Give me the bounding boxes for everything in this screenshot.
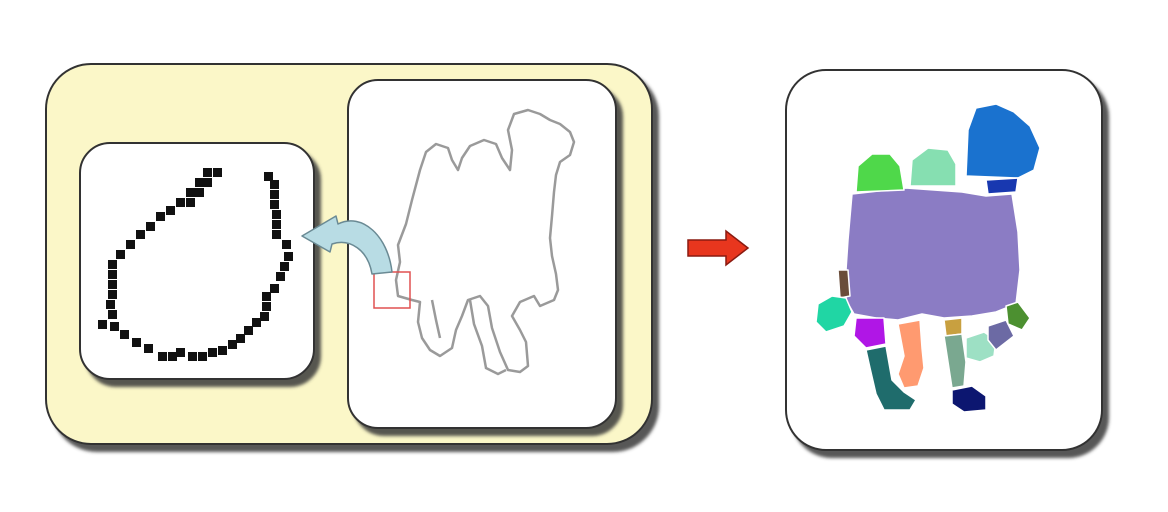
contour-pixel — [186, 188, 195, 197]
camel-part-tail — [837, 269, 851, 299]
contour-pixel — [108, 270, 117, 279]
contour-pixel — [284, 252, 293, 261]
outline-panel — [347, 79, 617, 429]
camel-part-rear-thigh — [853, 317, 887, 349]
contour-pixel — [260, 312, 269, 321]
contour-pixel — [136, 230, 145, 239]
camel-part-front-hoof — [951, 385, 987, 413]
camel-part-hump-back — [909, 147, 957, 187]
camel-leg-outline — [468, 299, 507, 376]
segmented-camel — [815, 103, 1041, 413]
contour-pixel — [108, 290, 117, 299]
contour-pixel — [228, 340, 237, 349]
contour-pixel — [213, 168, 222, 177]
camel-part-foreleg-upper — [1005, 301, 1031, 331]
contour-pixel — [156, 212, 165, 221]
contour-pixel — [108, 260, 117, 269]
contour-pixel — [195, 178, 204, 187]
camel-part-hump-front — [855, 153, 905, 193]
contour-pixel — [120, 330, 129, 339]
right-arrow — [687, 229, 750, 267]
contour-pixel — [276, 272, 285, 281]
camel-part-neck-band — [985, 177, 1019, 195]
contour-pixel — [203, 168, 212, 177]
contour-pixel — [262, 302, 271, 311]
contour-pixel — [198, 352, 207, 361]
camel-part-foreleg-band — [987, 319, 1015, 351]
contour-pixel — [272, 210, 281, 219]
camel-part-head — [965, 103, 1041, 179]
contour-pixel — [262, 292, 271, 301]
contour-pixel — [108, 280, 117, 289]
contour-pixel — [252, 318, 261, 327]
contour-pixel — [116, 250, 125, 259]
contour-pixel — [186, 198, 195, 207]
contour-pixel — [158, 352, 167, 361]
contour-pixel — [106, 300, 115, 309]
contour-pixel — [176, 348, 185, 357]
contour-pixel — [236, 334, 245, 343]
contour-pixel — [270, 190, 279, 199]
contour-pixel — [98, 320, 107, 329]
contour-pixel — [195, 188, 204, 197]
pixel-contour — [98, 168, 293, 361]
contour-pixel — [188, 352, 197, 361]
contour-pixel — [218, 346, 227, 355]
contour-pixel — [270, 200, 279, 209]
contour-pixel — [270, 284, 279, 293]
contour-pixel — [176, 198, 185, 207]
camel-leg-outline-2 — [430, 299, 442, 339]
contour-pixel — [270, 180, 279, 189]
contour-pixel — [203, 178, 212, 187]
camel-part-front-thigh — [943, 317, 963, 337]
contour-pixel — [144, 344, 153, 353]
contour-pixel — [272, 220, 281, 229]
camel-part-tail-tuft — [815, 295, 853, 333]
camel-part-body — [845, 187, 1021, 321]
camel-part-rear-leg — [865, 345, 917, 411]
contour-pixel — [132, 338, 141, 347]
contour-pixel — [146, 222, 155, 231]
contour-pixel — [108, 310, 117, 319]
contour-pixel — [110, 322, 119, 331]
contour-pixel — [282, 240, 291, 249]
contour-pixel — [264, 172, 273, 181]
curved-arrow — [301, 215, 393, 275]
camel-part-front-leg — [943, 333, 967, 389]
contour-pixel — [168, 352, 177, 361]
camel-part-rear-leg-2 — [897, 319, 925, 389]
contour-pixel — [280, 262, 289, 271]
contour-pixel — [166, 206, 175, 215]
contour-pixel — [244, 326, 253, 335]
contour-pixel — [208, 348, 217, 357]
contour-pixel — [126, 240, 135, 249]
camel-outline — [394, 108, 576, 374]
contour-pixel — [272, 230, 281, 239]
